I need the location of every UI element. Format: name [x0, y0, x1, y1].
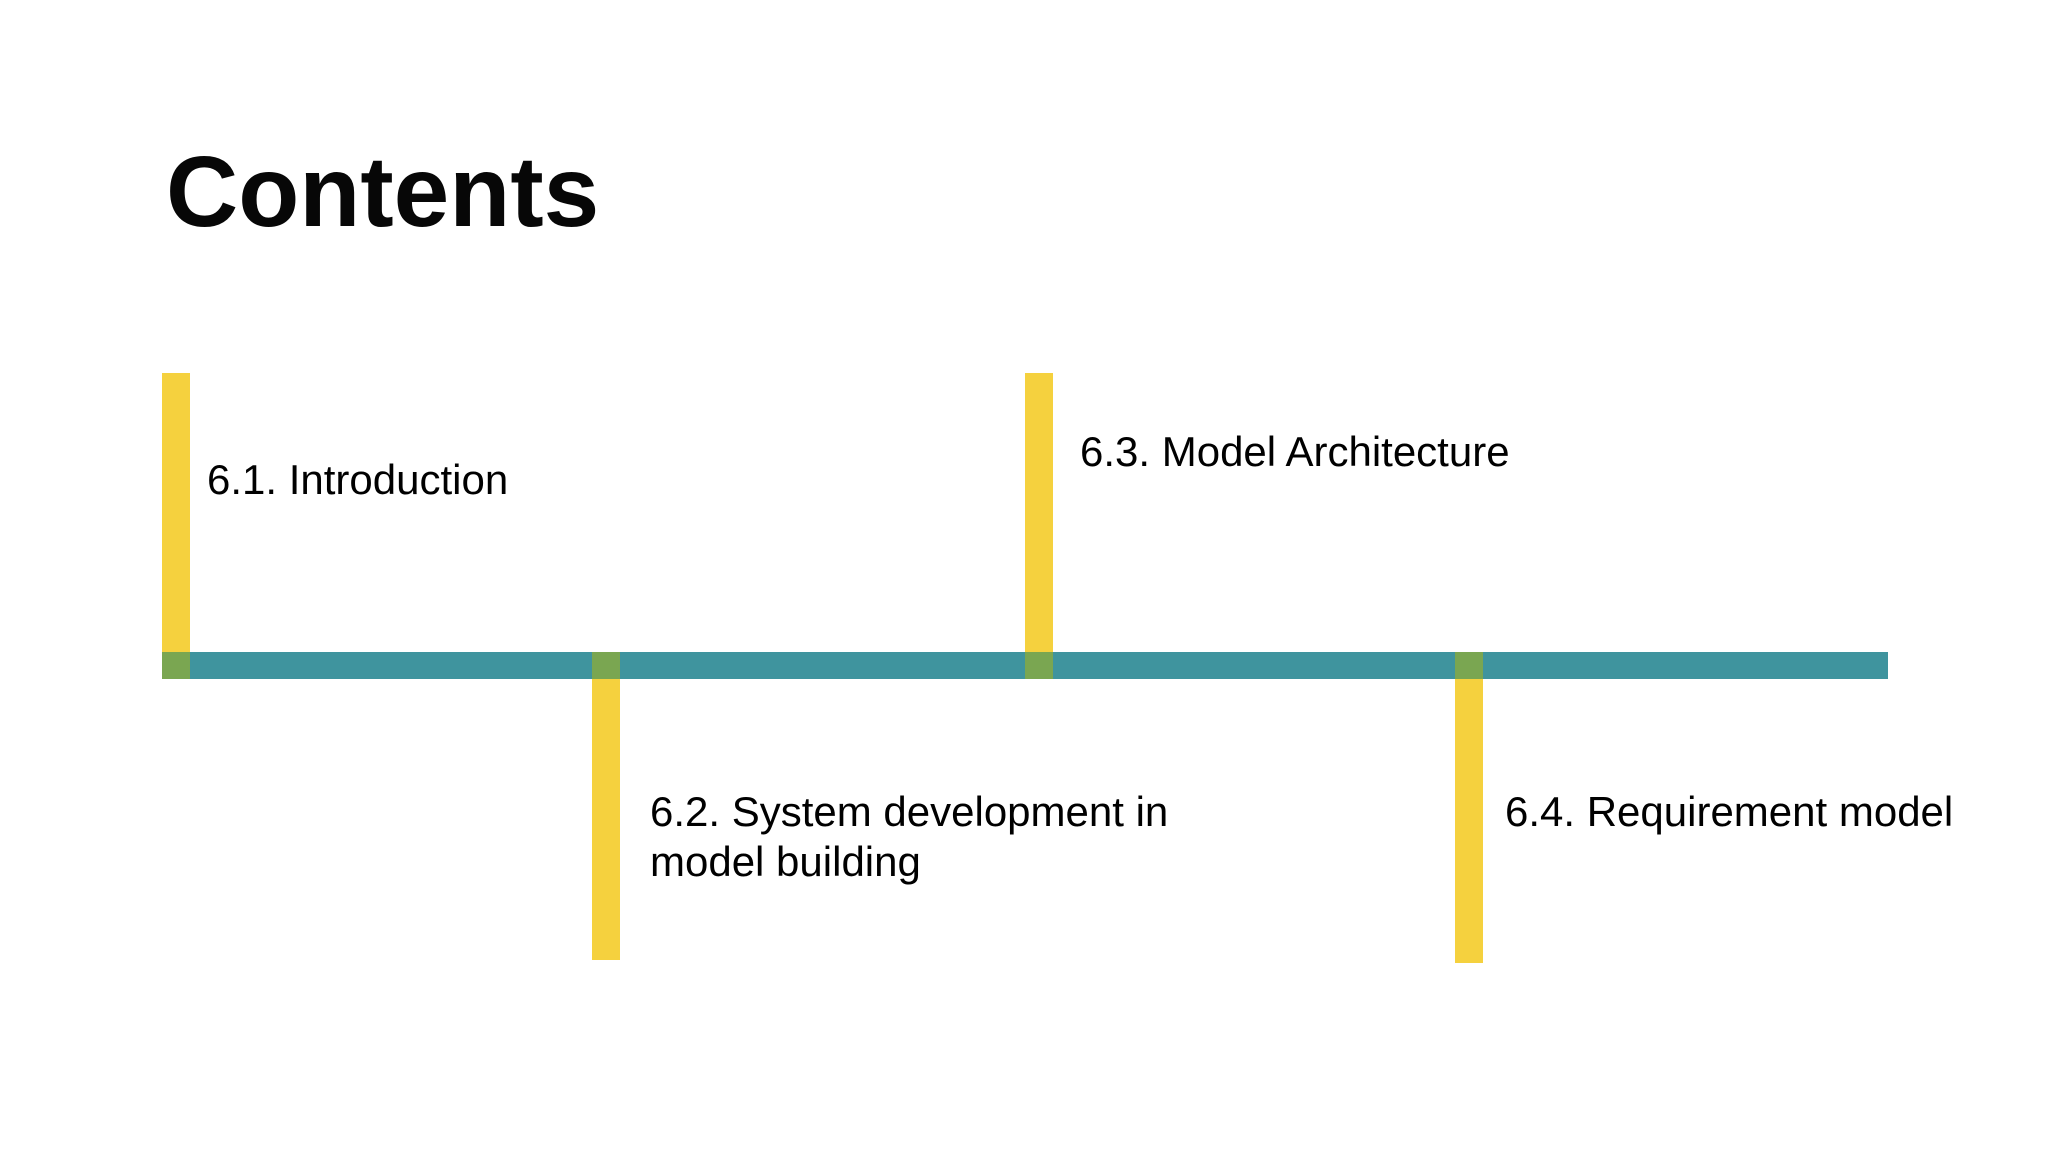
timeline-marker-6-4: [1455, 679, 1483, 963]
timeline-item-label-6-1: 6.1. Introduction: [207, 456, 509, 503]
timeline-marker-6-1: [162, 373, 190, 652]
timeline-item-label-6-4: 6.4. Requirement model: [1505, 788, 1954, 835]
timeline-joint-6-3: [1025, 652, 1053, 679]
timeline-joint-6-1: [162, 652, 190, 679]
timeline-marker-6-2: [592, 679, 620, 960]
timeline-item-label-6-2: 6.2. System development in model buildin…: [650, 788, 1169, 886]
timeline-joint-6-4: [1455, 652, 1483, 679]
timeline-joint-6-2: [592, 652, 620, 679]
timeline-item-label-6-3: 6.3. Model Architecture: [1080, 428, 1510, 475]
timeline-marker-6-3: [1025, 373, 1053, 652]
page-title: Contents: [166, 136, 600, 248]
